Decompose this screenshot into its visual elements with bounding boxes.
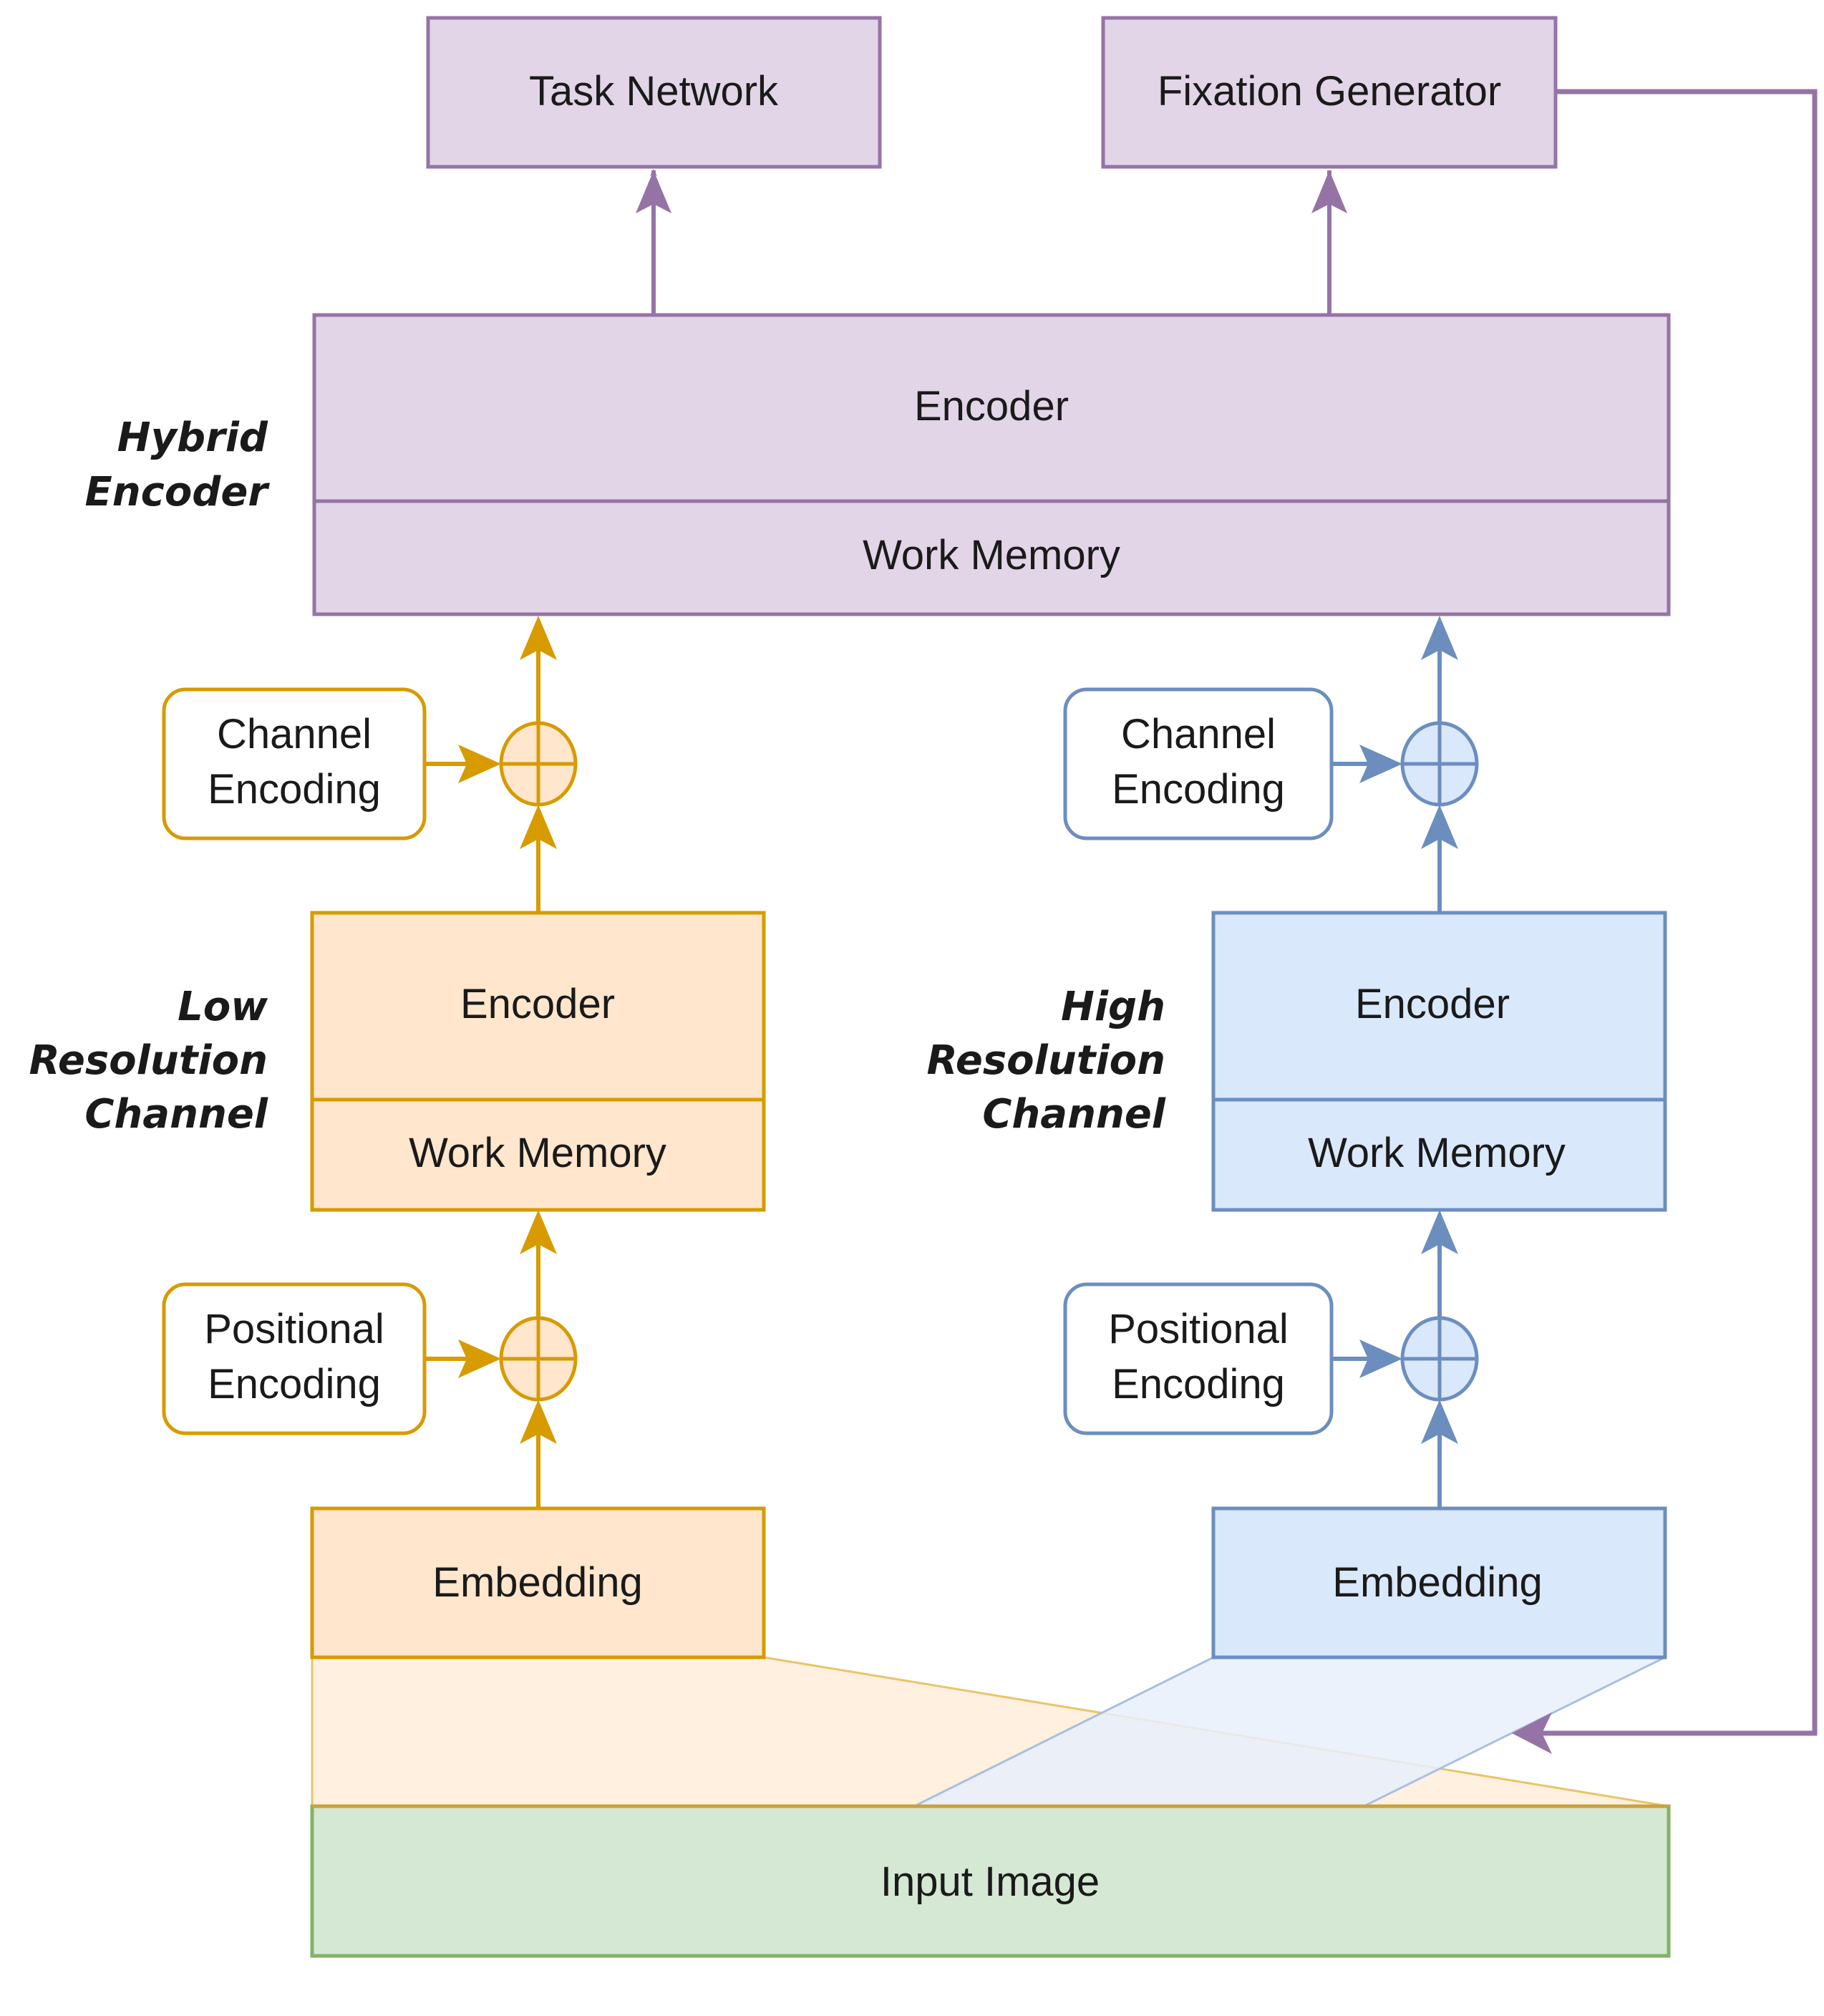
arrow-head [1359, 1339, 1402, 1378]
hybrid-work-memory-label: Work Memory [863, 532, 1120, 578]
feedback-arrow-head [1512, 1712, 1552, 1754]
arrow-head [520, 1210, 557, 1254]
high-res-label-2: Resolution [927, 1037, 1165, 1084]
low-embedding-label: Embedding [432, 1559, 642, 1606]
arrow-head [1359, 745, 1402, 783]
low-res-label-3: Channel [84, 1091, 268, 1138]
arrow-head [520, 1400, 557, 1444]
high-positional-encoding-label-2: Encoding [1112, 1361, 1285, 1407]
fixation-generator-block: Fixation Generator [1101, 16, 1558, 169]
high-res-label-3: Channel [982, 1091, 1165, 1138]
arrow-head [1421, 616, 1458, 660]
high-embedding-block: Embedding [1211, 1506, 1667, 1659]
hybrid-side-label-2: Encoder [85, 469, 271, 515]
low-positional-encoding-label-2: Encoding [208, 1361, 381, 1407]
low-positional-encoding-box: Positional Encoding [162, 1282, 427, 1435]
low-encoder-block: Encoder Work Memory [310, 911, 766, 1212]
low-positional-encoding-label-1: Positional [204, 1306, 384, 1352]
arrow-head [458, 745, 501, 783]
high-work-memory-label: Work Memory [1308, 1130, 1566, 1176]
arrow-head [1421, 1400, 1458, 1444]
low-channel-encoding-label-2: Encoding [208, 766, 381, 813]
high-sum-node-bottom [1400, 1316, 1479, 1402]
high-positional-encoding-box: Positional Encoding [1063, 1282, 1334, 1435]
high-channel-encoding-box: Channel Encoding [1063, 687, 1334, 840]
hybrid-encoder-block: Encoder Work Memory [312, 313, 1671, 616]
high-channel-encoding-label-1: Channel [1121, 711, 1276, 757]
high-res-label-1: High [1061, 984, 1165, 1030]
hybrid-encoder-label: Encoder [914, 383, 1069, 430]
low-embedding-block: Embedding [310, 1506, 766, 1659]
low-sum-node-top [499, 721, 578, 807]
high-sum-node-top [1400, 721, 1479, 807]
low-res-label-2: Resolution [29, 1037, 268, 1084]
task-network-label: Task Network [529, 68, 779, 115]
arrow-head [1311, 170, 1347, 213]
task-network-block: Task Network [426, 16, 882, 169]
arrow-head [520, 805, 557, 849]
arrow-head [1421, 805, 1458, 849]
fixation-generator-label: Fixation Generator [1158, 68, 1501, 115]
input-image-label: Input Image [881, 1858, 1100, 1905]
low-channel-encoding-label-1: Channel [217, 711, 372, 757]
low-sum-node-bottom [499, 1316, 578, 1402]
arrow-head [520, 616, 557, 660]
fixation-feedback-line [1525, 89, 1818, 1736]
high-embedding-label: Embedding [1332, 1559, 1542, 1606]
high-encoder-label: Encoder [1355, 981, 1510, 1027]
arrow-head [636, 170, 671, 213]
high-positional-encoding-label-1: Positional [1108, 1306, 1288, 1352]
arrow-head [458, 1339, 501, 1378]
hybrid-side-label-1: Hybrid [117, 415, 268, 461]
low-work-memory-label: Work Memory [409, 1130, 666, 1176]
low-encoder-label: Encoder [460, 981, 615, 1027]
input-image-block: Input Image [310, 1804, 1671, 1958]
low-res-label-1: Low [178, 984, 268, 1030]
arrow-head [1421, 1210, 1458, 1254]
low-channel-encoding-box: Channel Encoding [162, 687, 427, 840]
high-channel-encoding-label-2: Encoding [1112, 766, 1285, 813]
high-encoder-block: Encoder Work Memory [1211, 911, 1667, 1212]
